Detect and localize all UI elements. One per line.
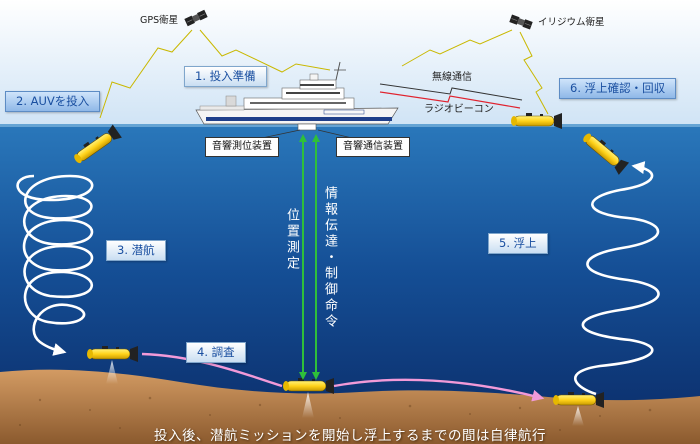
iridium-link-auv (519, 31, 549, 115)
iridium-link-ship (401, 29, 513, 67)
seabed (0, 369, 700, 444)
beacon-link-label: ラジオビーコン (424, 104, 494, 115)
gps-satellite-label: GPS衛星 (140, 15, 179, 26)
radio-link-label: 無線通信 (432, 72, 472, 83)
iridium-satellite-label: イリジウム衛星 (538, 17, 605, 28)
step-3-dive: 3. 潜航 (106, 240, 166, 261)
survey-path (141, 352, 283, 388)
autonomous-caption: 投入後、潜航ミッションを開始し浮上するまでの間は自律航行 (154, 428, 546, 444)
step-4-survey: 4. 調査 (186, 342, 246, 363)
radio-link-line (379, 83, 523, 101)
beacon-link-line (379, 91, 521, 109)
step-6-recover: 6. 浮上確認・回収 (559, 78, 677, 99)
survey-path-2 (333, 378, 545, 402)
gps-link-ship (199, 29, 331, 73)
gps-link-auv (99, 29, 193, 119)
acoustic-communication-device: 音響通信装置 (336, 137, 410, 157)
acoustic-positioning-device: 音響測位装置 (205, 137, 279, 157)
step-5-surface: 5. 浮上 (488, 233, 548, 254)
ascend-spiral-path (574, 161, 660, 396)
iridium-satellite-icon (509, 14, 533, 30)
step-2-launch: 2. AUVを投入 (5, 91, 101, 112)
gps-satellite-icon (184, 9, 208, 27)
info-command-label: 情報伝達・制御命令 (322, 186, 337, 330)
research-ship (195, 61, 399, 131)
dive-spiral-path (16, 174, 94, 356)
position-measure-label: 位置測定 (284, 208, 299, 272)
step-1-prepare: 1. 投入準備 (184, 66, 267, 87)
